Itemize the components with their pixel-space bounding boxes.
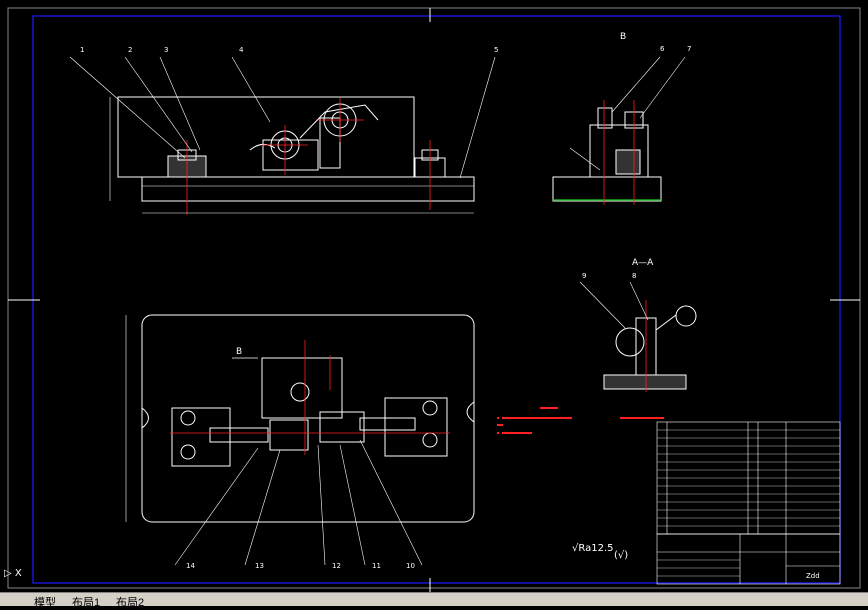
roughness-symbol: √Ra12.5 — [572, 543, 614, 554]
title-block-rows — [657, 559, 740, 577]
roughness-value: Ra12.5 — [578, 543, 614, 554]
balloon-4: 4 — [239, 46, 244, 54]
balloon-7: 7 — [687, 45, 692, 53]
balloon-5: 5 — [494, 46, 499, 54]
balloon-10: 10 — [406, 562, 415, 570]
leaders-top — [69, 56, 496, 179]
parts-list-rows — [657, 429, 840, 535]
balloon-11: 11 — [372, 562, 381, 570]
leaders-bottom — [174, 439, 423, 566]
balloon-12: 12 — [332, 562, 341, 570]
balloon-1: 1 — [80, 46, 85, 54]
ucs-icon: ▷ X — [4, 568, 22, 579]
view-b — [552, 56, 686, 205]
layout-tab-bar: 模型 布局1 布局2 — [0, 592, 868, 609]
balloon-3: 3 — [164, 46, 169, 54]
drawing-frame — [32, 15, 841, 584]
title-sign: Zdd — [806, 572, 820, 580]
cad-drawing-canvas[interactable] — [0, 0, 868, 592]
balloon-14: 14 — [186, 562, 195, 570]
balloon-13: 13 — [255, 562, 264, 570]
plan-view — [125, 314, 475, 523]
technical-notes — [497, 407, 664, 434]
balloon-2: 2 — [128, 46, 133, 54]
sheet-border — [7, 7, 861, 589]
balloon-9: 9 — [582, 272, 587, 280]
section-aa — [579, 281, 697, 392]
title-block — [656, 533, 841, 585]
view-arrow-b-label: B — [236, 347, 243, 357]
front-view — [109, 96, 475, 215]
tab-layout2[interactable]: 布局2 — [116, 597, 145, 609]
tab-layout1[interactable]: 布局1 — [72, 597, 101, 609]
view-b-label: B — [620, 32, 627, 42]
roughness-check: (√) — [614, 550, 629, 561]
tab-model[interactable]: 模型 — [34, 597, 56, 609]
section-aa-label: A—A — [632, 258, 654, 268]
balloon-8: 8 — [632, 272, 637, 280]
balloon-6: 6 — [660, 45, 665, 53]
